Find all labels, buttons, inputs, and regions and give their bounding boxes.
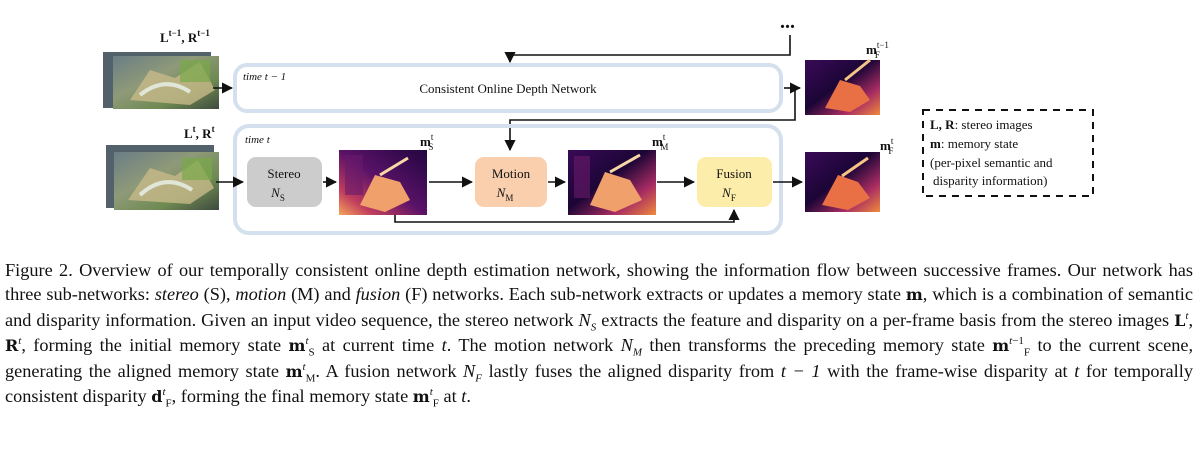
- arrow-from-prev: [504, 35, 791, 64]
- prev-frame-box: [233, 63, 783, 113]
- motion-title: Motion: [492, 166, 531, 181]
- output-depth-curr: [805, 152, 880, 212]
- input-image-curr: [106, 145, 219, 210]
- stereo-symbol: NS: [270, 185, 285, 203]
- depth-map-s: [339, 150, 427, 215]
- depth-map-m: [568, 150, 656, 215]
- curr-time-label: time t: [245, 134, 271, 146]
- legend-line-3: (per-pixel semantic and: [930, 155, 1053, 170]
- legend-box: [922, 109, 1094, 197]
- legend-line-2: m: memory state: [930, 136, 1018, 151]
- stereo-block: [247, 157, 322, 207]
- stereo-title: Stereo: [267, 166, 300, 181]
- input-label-prev: Lt−1, Rt−1: [160, 28, 210, 45]
- fusion-symbol: NF: [721, 185, 736, 203]
- input-image-prev: [103, 52, 219, 109]
- legend-line-4: disparity information): [933, 173, 1047, 188]
- legend-line-1: L, R: stereo images: [930, 117, 1033, 132]
- prev-network-label: Consistent Online Depth Network: [419, 81, 597, 96]
- fusion-block: [697, 157, 772, 207]
- prev-time-label: time t − 1: [243, 71, 286, 83]
- arrow-prev-to-motion: [504, 88, 796, 152]
- fusion-title: Fusion: [716, 166, 752, 181]
- motion-symbol: NM: [496, 185, 514, 203]
- ellipsis: ...: [780, 11, 795, 33]
- overview-diagram: ... Lt−1, Rt−1 time t − 1 Consistent Onl…: [103, 11, 1094, 235]
- figure-caption: Figure 2. Overview of our temporally con…: [5, 260, 1194, 410]
- input-label-curr: Lt, Rt: [184, 124, 215, 141]
- motion-block: [475, 157, 547, 207]
- output-depth-prev: [805, 58, 880, 115]
- arrow-skip-to-fusion: [394, 208, 740, 223]
